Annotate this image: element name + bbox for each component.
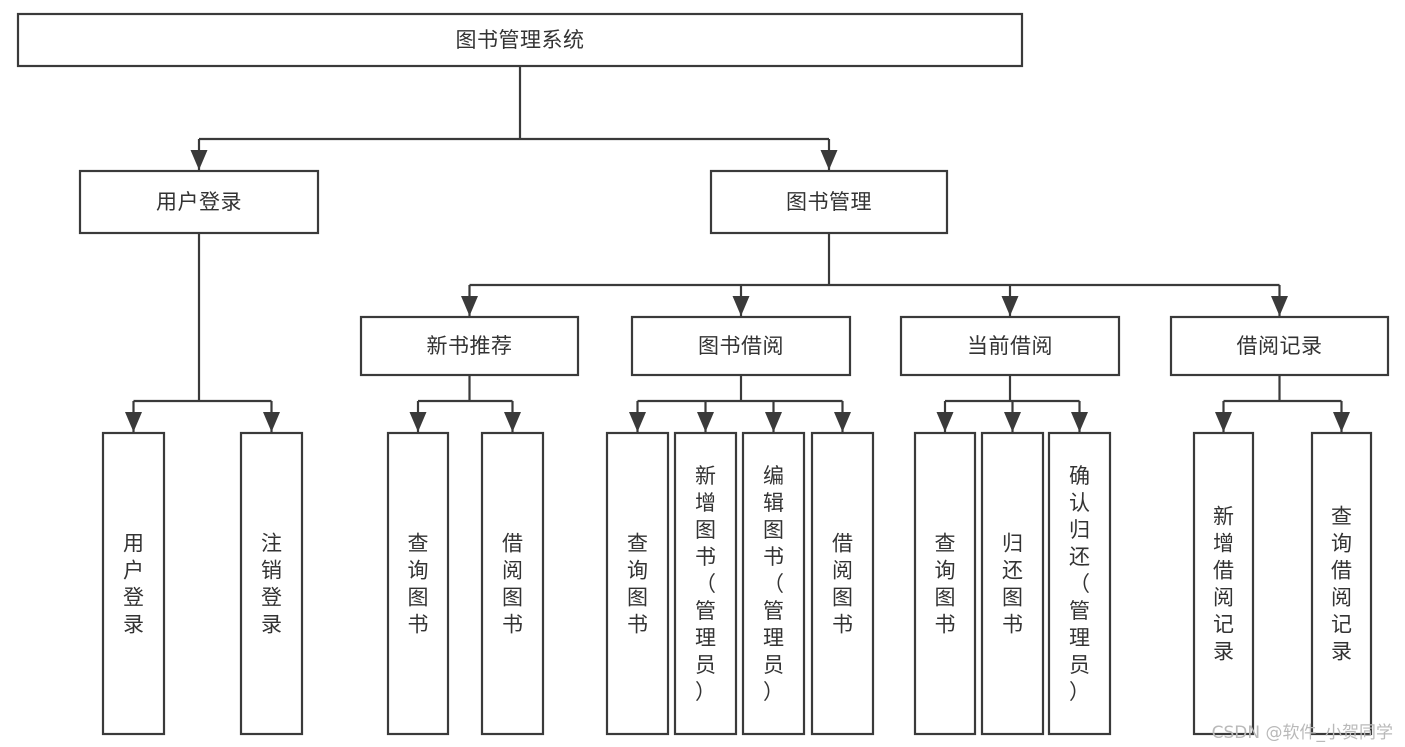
- node-box[interactable]: [980, 431, 1045, 736]
- connector-group: [936, 375, 1088, 432]
- node-box[interactable]: [78, 169, 320, 235]
- csdn-watermark: CSDN @软件_小贺同学: [1211, 723, 1393, 743]
- node-label: 注销登录: [261, 532, 282, 637]
- node-box[interactable]: [630, 315, 852, 377]
- arrow-head-icon: [732, 296, 750, 316]
- node-label: 用户登录: [123, 532, 144, 637]
- node-leaf-borrow-book-1[interactable]: 借阅图书: [480, 431, 545, 736]
- node-label: 查询图书: [627, 532, 648, 637]
- node-box[interactable]: [101, 431, 166, 736]
- arrow-head-icon: [409, 412, 427, 432]
- node-label: 借阅图书: [832, 532, 853, 637]
- connector-group: [125, 233, 280, 432]
- node-box[interactable]: [741, 431, 806, 736]
- node-box[interactable]: [480, 431, 545, 736]
- arrow-head-icon: [1333, 412, 1350, 432]
- arrow-head-icon: [461, 296, 478, 316]
- arrow-head-icon: [125, 412, 142, 432]
- arrow-head-icon: [820, 150, 838, 170]
- node-label: 确认归还（管理员）: [1069, 464, 1090, 704]
- node-box[interactable]: [386, 431, 450, 736]
- node-label: 当前借阅: [967, 334, 1053, 358]
- node-label: 编辑图书（管理员）: [763, 464, 784, 704]
- node-label: 查询图书: [408, 532, 429, 637]
- node-current[interactable]: 当前借阅: [899, 315, 1121, 377]
- node-leaf-query-record[interactable]: 查询借阅记录: [1310, 431, 1373, 736]
- node-label: 归还图书: [1002, 532, 1023, 637]
- node-label: 查询借阅记录: [1331, 505, 1352, 664]
- node-login[interactable]: 用户登录: [78, 169, 320, 235]
- arrow-head-icon: [765, 412, 782, 432]
- node-leaf-confirm-return[interactable]: 确认归还（管理员）: [1047, 431, 1112, 736]
- arrow-head-icon: [263, 412, 280, 432]
- arrow-head-icon: [1001, 296, 1019, 316]
- arrow-head-icon: [504, 412, 521, 432]
- node-label: 新增借阅记录: [1213, 505, 1234, 664]
- node-label: 图书借阅: [698, 334, 784, 358]
- connector-group: [190, 66, 838, 170]
- node-label: 借阅图书: [502, 532, 523, 637]
- node-box[interactable]: [359, 315, 580, 377]
- node-label: 用户登录: [156, 190, 242, 214]
- node-label: 图书管理: [786, 190, 872, 214]
- node-label: 图书管理系统: [456, 28, 585, 52]
- nodes-layer: 图书管理系统用户登录图书管理新书推荐图书借阅当前借阅借阅记录用户登录注销登录查询…: [16, 12, 1390, 736]
- node-leaf-query-book-1[interactable]: 查询图书: [386, 431, 450, 736]
- node-records[interactable]: 借阅记录: [1169, 315, 1390, 377]
- node-box[interactable]: [239, 431, 304, 736]
- node-label: 新增图书（管理员）: [695, 464, 716, 704]
- node-leaf-logout[interactable]: 注销登录: [239, 431, 304, 736]
- node-box[interactable]: [709, 169, 949, 235]
- node-box[interactable]: [810, 431, 875, 736]
- arrow-head-icon: [1004, 412, 1021, 432]
- node-leaf-add-book[interactable]: 新增图书（管理员）: [673, 431, 738, 736]
- arrow-head-icon: [1071, 412, 1088, 432]
- node-root[interactable]: 图书管理系统: [16, 12, 1024, 68]
- arrow-head-icon: [697, 412, 714, 432]
- node-borrow[interactable]: 图书借阅: [630, 315, 852, 377]
- node-label: 借阅记录: [1237, 334, 1323, 358]
- node-leaf-add-record[interactable]: 新增借阅记录: [1192, 431, 1255, 736]
- node-leaf-user-login[interactable]: 用户登录: [101, 431, 166, 736]
- arrow-head-icon: [190, 150, 208, 170]
- connector-group: [1215, 375, 1350, 432]
- arrow-head-icon: [1215, 412, 1232, 432]
- connectors-layer: [125, 66, 1350, 432]
- arrow-head-icon: [1271, 296, 1288, 316]
- arrow-head-icon: [936, 412, 954, 432]
- node-leaf-return-book[interactable]: 归还图书: [980, 431, 1045, 736]
- connector-group: [461, 233, 1288, 316]
- node-box[interactable]: [1192, 431, 1255, 736]
- node-newbook[interactable]: 新书推荐: [359, 315, 580, 377]
- node-box[interactable]: [605, 431, 670, 736]
- node-box[interactable]: [1169, 315, 1390, 377]
- node-box[interactable]: [1047, 431, 1112, 736]
- node-label: 查询图书: [935, 532, 956, 637]
- node-box[interactable]: [16, 12, 1024, 68]
- node-leaf-borrow-book-2[interactable]: 借阅图书: [810, 431, 875, 736]
- node-box[interactable]: [673, 431, 738, 736]
- node-bookmgmt[interactable]: 图书管理: [709, 169, 949, 235]
- node-leaf-query-book-2[interactable]: 查询图书: [605, 431, 670, 736]
- node-leaf-query-book-3[interactable]: 查询图书: [913, 431, 977, 736]
- arrow-head-icon: [834, 412, 851, 432]
- node-box[interactable]: [899, 315, 1121, 377]
- node-leaf-edit-book[interactable]: 编辑图书（管理员）: [741, 431, 806, 736]
- node-box[interactable]: [1310, 431, 1373, 736]
- connector-group: [409, 375, 521, 432]
- arrow-head-icon: [629, 412, 646, 432]
- connector-group: [629, 375, 851, 432]
- node-box[interactable]: [913, 431, 977, 736]
- node-label: 新书推荐: [427, 334, 513, 358]
